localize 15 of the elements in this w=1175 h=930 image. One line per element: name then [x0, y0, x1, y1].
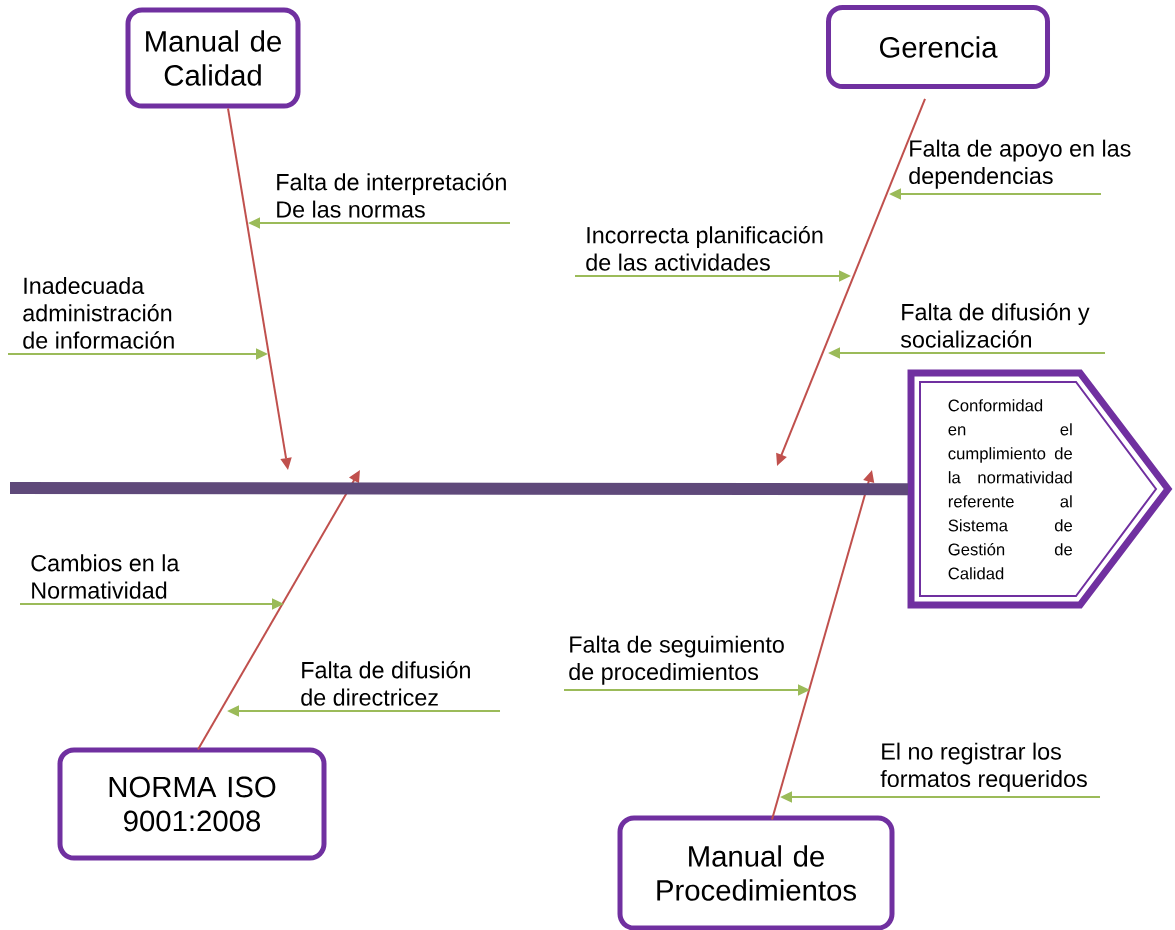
cause-text: Falta de apoyo en las dependencias — [909, 139, 1131, 189]
cause-text: Cambios en la Normatividad — [31, 554, 180, 599]
cause-text: El no registrar los formatos requeridos — [880, 742, 1087, 792]
cause-text: Inadecuada administración de información — [23, 276, 174, 349]
spine-line — [10, 482, 908, 496]
effect-pentagon: Conformidad en el cumplimiento de la normatividad referente al Sistema de Gestión de Calidad — [907, 369, 1173, 609]
cause-text: Falta de difusión de directricez — [301, 661, 470, 706]
cause-text: Incorrecta planificación de las actividades — [586, 226, 823, 271]
cause-text: Falta de seguimiento de procedimientos — [569, 635, 784, 685]
category-box: NORMA ISO 9001:2008 — [57, 747, 327, 861]
cause-text: Falta de interpretación De las normas — [277, 173, 506, 218]
category-box: Gerencia — [826, 5, 1050, 89]
cause-text: Falta de difusión y socialización — [900, 303, 1090, 348]
category-box: Manual de Calidad — [125, 7, 301, 109]
category-box: Manual de Procedimientos — [617, 815, 895, 930]
